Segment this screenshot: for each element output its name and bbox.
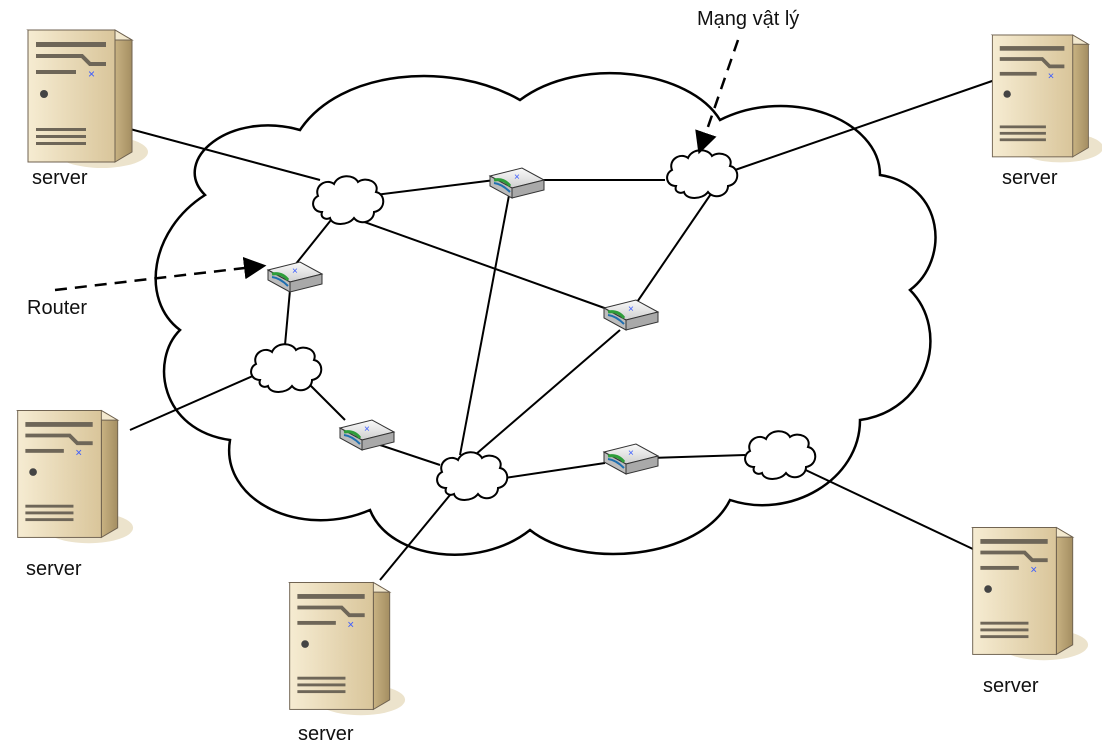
cloud-icon <box>250 343 323 393</box>
server-icon <box>990 33 1102 165</box>
server-icon <box>26 28 150 170</box>
server-icon <box>287 580 407 718</box>
server-label: server <box>1002 167 1058 189</box>
cloud-icon <box>312 175 385 225</box>
cloud-icon <box>666 149 739 199</box>
label-physical-network: Mạng vật lý <box>697 8 800 30</box>
cloud-icon <box>744 430 817 480</box>
network-links <box>114 79 996 581</box>
cloud-icon <box>436 451 509 501</box>
server-label: server <box>26 558 82 580</box>
server-label: server <box>983 675 1039 697</box>
server-label: server <box>32 167 88 189</box>
label-router: Router <box>27 297 88 319</box>
server-icon <box>970 525 1090 663</box>
server-icon <box>15 408 135 546</box>
server-label: server <box>298 723 354 745</box>
network-cloud <box>154 72 937 556</box>
arrow-icon <box>54 256 267 292</box>
